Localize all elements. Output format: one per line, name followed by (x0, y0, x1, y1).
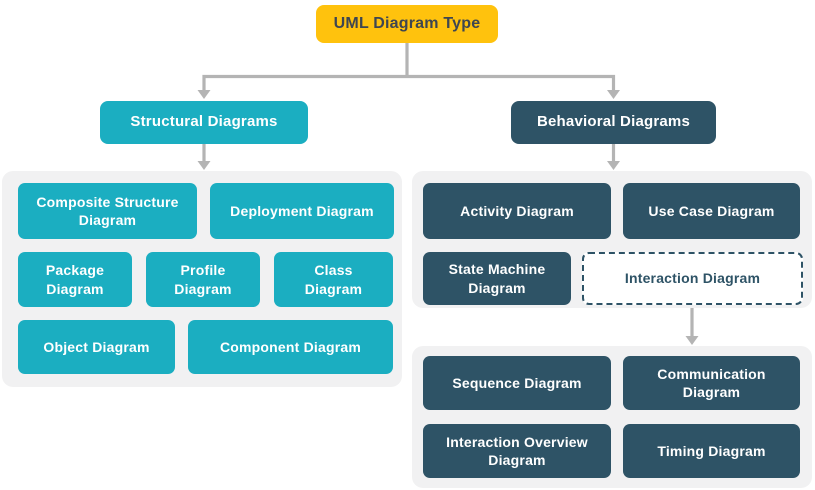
node-profile-diagram: Profile Diagram (146, 252, 260, 307)
node-activity-diagram: Activity Diagram (423, 183, 611, 239)
behavioral-group: Activity Diagram Use Case Diagram State … (412, 171, 812, 308)
node-structural-diagrams: Structural Diagrams (100, 101, 308, 144)
connector-root-stem (202, 42, 616, 92)
interaction-group: Sequence Diagram Communication Diagram I… (412, 346, 812, 488)
arrow-interaction-to-group (685, 306, 699, 345)
arrow-to-behavioral-diagrams (607, 90, 620, 99)
node-timing-diagram: Timing Diagram (623, 424, 800, 478)
node-interaction-overview-diagram: Interaction Overview Diagram (423, 424, 611, 478)
node-interaction-diagram: Interaction Diagram (582, 252, 803, 305)
arrow-behavioral-to-group (607, 144, 620, 170)
node-use-case-diagram: Use Case Diagram (623, 183, 800, 239)
node-state-machine-diagram: State Machine Diagram (423, 252, 571, 305)
structural-group: Composite Structure Diagram Deployment D… (2, 171, 402, 387)
node-package-diagram: Package Diagram (18, 252, 132, 307)
node-sequence-diagram: Sequence Diagram (423, 356, 611, 410)
node-class-diagram: Class Diagram (274, 252, 393, 307)
node-uml-diagram-type: UML Diagram Type (316, 5, 498, 43)
node-deployment-diagram: Deployment Diagram (210, 183, 394, 239)
node-component-diagram: Component Diagram (188, 320, 393, 374)
node-behavioral-diagrams: Behavioral Diagrams (511, 101, 716, 144)
arrow-structural-to-group (197, 144, 211, 170)
node-object-diagram: Object Diagram (18, 320, 175, 374)
node-communication-diagram: Communication Diagram (623, 356, 800, 410)
node-composite-structure-diagram: Composite Structure Diagram (18, 183, 197, 239)
arrow-to-structural-diagrams (197, 90, 211, 99)
